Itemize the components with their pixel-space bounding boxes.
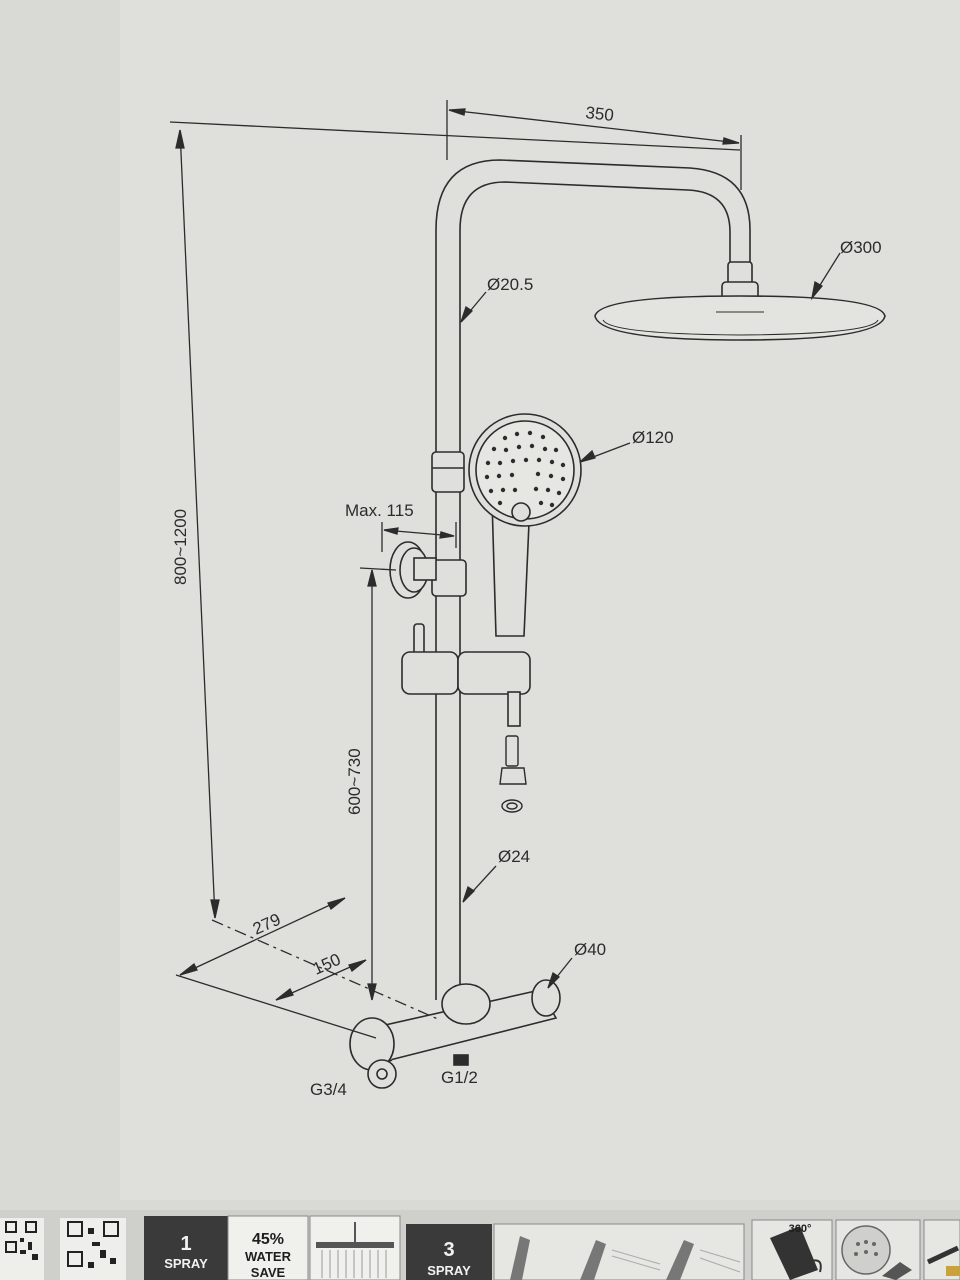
mixer-depth-dimension xyxy=(275,959,367,1001)
rotate-360-icon: 360° xyxy=(751,1219,833,1280)
outlet-thread-label: G1/2 xyxy=(441,1068,478,1087)
riser-pipe xyxy=(435,159,751,1000)
riser-lower-leader xyxy=(462,865,497,903)
hand-shower-diameter-label: Ø120 xyxy=(632,428,674,447)
inlet-thread-label: G3/4 xyxy=(310,1080,347,1099)
mixer-width-dimension xyxy=(175,897,441,1039)
hand-shower xyxy=(468,413,582,637)
hose-icon xyxy=(923,1219,960,1280)
riser-upper-leader xyxy=(460,291,487,323)
svg-text:SAVE: SAVE xyxy=(251,1265,286,1280)
cleaning-icon xyxy=(835,1219,921,1280)
rain-spray-icon xyxy=(309,1215,401,1280)
qr-code-1 xyxy=(0,1218,44,1280)
middle-slider-clamp xyxy=(431,559,467,597)
svg-text:45%: 45% xyxy=(252,1231,284,1248)
hose-connector xyxy=(499,735,527,813)
svg-text:SPRAY: SPRAY xyxy=(164,1256,208,1271)
svg-text:1: 1 xyxy=(180,1233,191,1255)
rain-shower-head xyxy=(594,261,886,341)
total-height-label: 800~1200 xyxy=(171,509,190,585)
bracket-max-label: Max. 115 xyxy=(345,501,414,520)
badge-water-save: 45% WATER SAVE xyxy=(227,1215,309,1280)
shower-holder xyxy=(401,623,531,727)
thermostatic-mixer xyxy=(349,979,561,1089)
svg-text:360°: 360° xyxy=(789,1223,812,1235)
arm-length-dimension xyxy=(446,100,742,190)
head-diameter-label: Ø300 xyxy=(840,238,882,257)
qr-code-2 xyxy=(60,1218,126,1280)
spray-mode-icons xyxy=(493,1223,745,1280)
arm-length-label: 350 xyxy=(585,103,615,125)
svg-text:3: 3 xyxy=(443,1239,454,1261)
mixer-body-leader xyxy=(547,957,573,989)
riser-upper-diameter-label: Ø20.5 xyxy=(487,275,533,294)
mixer-body-diameter-label: Ø40 xyxy=(574,940,606,959)
total-height-dimension xyxy=(169,121,741,919)
bracket-dimension xyxy=(381,522,457,552)
badge-3-spray: 3 SPRAY xyxy=(406,1224,492,1280)
wall-bracket xyxy=(389,541,437,599)
head-diameter-leader xyxy=(810,252,841,301)
hand-shower-nozzles xyxy=(484,430,566,508)
svg-text:WATER: WATER xyxy=(245,1249,292,1264)
mixer-height-dimension xyxy=(359,567,397,1001)
badge-1-spray: 1 SPRAY xyxy=(144,1216,228,1280)
mixer-height-label: 600~730 xyxy=(345,748,364,815)
hand-shower-leader xyxy=(579,442,631,463)
riser-lower-diameter-label: Ø24 xyxy=(498,847,530,866)
upper-slider-clamp xyxy=(431,451,465,493)
svg-text:SPRAY: SPRAY xyxy=(427,1263,471,1278)
